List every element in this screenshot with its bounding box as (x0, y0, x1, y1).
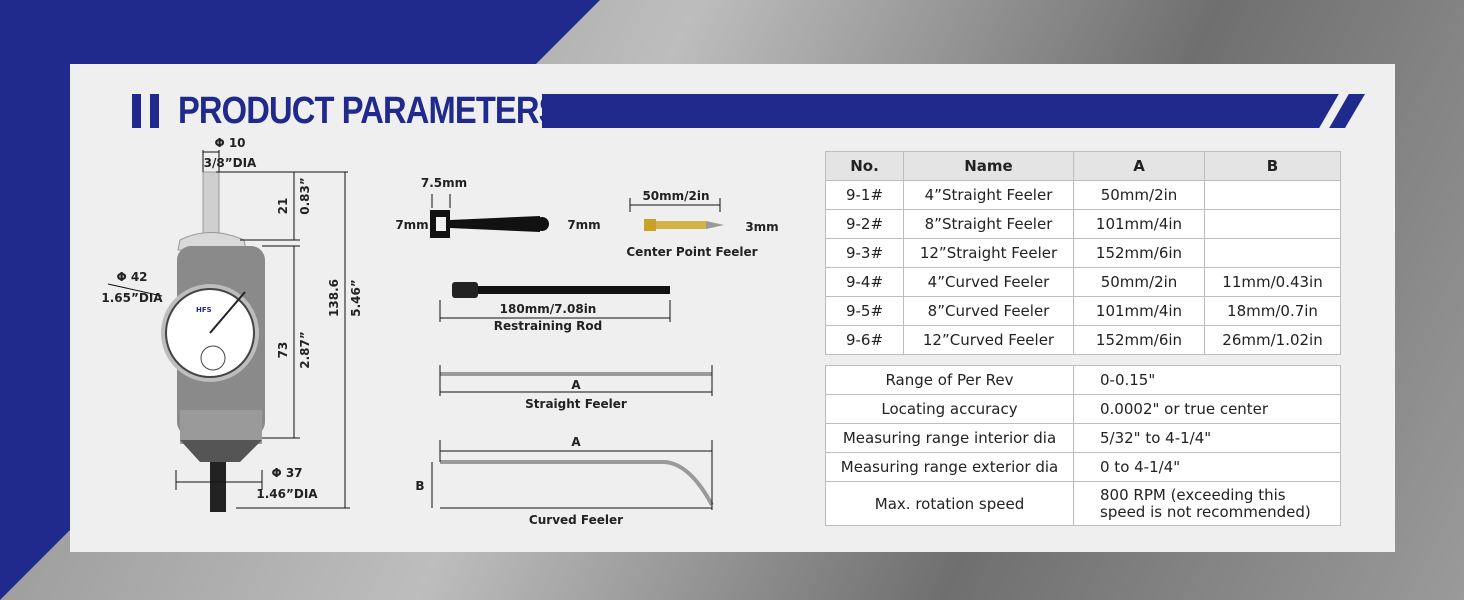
cell-name: 12”Straight Feeler (903, 238, 1074, 268)
page-title: PRODUCT PARAMETERS (178, 90, 560, 132)
spec-label: Measuring range interior dia (825, 423, 1074, 453)
cell-no: 9-2# (825, 209, 904, 239)
header-no: No. (825, 151, 904, 181)
curved-dim-b: B (415, 479, 424, 493)
dim-base-dia-in: 1.46”DIA (256, 487, 318, 501)
header-a: A (1073, 151, 1205, 181)
spec-value: 5/32" to 4-1/4" (1073, 423, 1341, 453)
cell-b: 26mm/1.02in (1204, 325, 1341, 355)
cell-no: 9-4# (825, 267, 904, 297)
wrench-left-dim: 7mm (395, 218, 428, 232)
cell-a: 152mm/6in (1073, 238, 1205, 268)
cell-no: 9-6# (825, 325, 904, 355)
rod-label: Restraining Rod (494, 319, 602, 333)
cell-name: 8”Straight Feeler (903, 209, 1074, 239)
curved-dim-a: A (571, 435, 581, 449)
cell-name: 8”Curved Feeler (903, 296, 1074, 326)
dim-body-dia: Φ 42 (116, 270, 147, 284)
header-name: Name (903, 151, 1074, 181)
gauge-illustration: HFS (161, 171, 265, 512)
curved-label: Curved Feeler (529, 513, 623, 527)
cell-no: 9-1# (825, 180, 904, 210)
center-point-feeler-illustration (644, 219, 724, 231)
restraining-rod-illustration (452, 282, 670, 298)
center-point-dia: 3mm (745, 220, 778, 234)
curved-feeler-illustration (440, 460, 714, 506)
straight-dim-a: A (571, 378, 581, 392)
title-accent-bar (132, 94, 141, 128)
wrench-top-dim: 7.5mm (421, 176, 467, 190)
cell-b: 11mm/0.43in (1204, 267, 1341, 297)
cell-a: 101mm/4in (1073, 209, 1205, 239)
dim-base-dia: Φ 37 (271, 466, 302, 480)
spec-label: Locating accuracy (825, 394, 1074, 424)
wrench-right-dim: 7mm (567, 218, 600, 232)
title-stripe (542, 94, 1365, 128)
dim-body-len-in: 2.87” (298, 331, 312, 369)
header-b: B (1204, 151, 1341, 181)
cell-b: 18mm/0.7in (1204, 296, 1341, 326)
cell-a: 50mm/2in (1073, 267, 1205, 297)
svg-text:HFS: HFS (196, 306, 212, 314)
straight-feeler-illustration (440, 372, 712, 376)
table-header-row: No. Name A B (825, 151, 1341, 181)
cell-a: 152mm/6in (1073, 325, 1205, 355)
cell-a: 101mm/4in (1073, 296, 1205, 326)
dim-total-len-in: 5.46” (349, 279, 363, 317)
cell-a: 50mm/2in (1073, 180, 1205, 210)
spec-label: Measuring range exterior dia (825, 452, 1074, 482)
dim-top-dia-in: 3/8”DIA (204, 156, 257, 170)
rod-len: 180mm/7.08in (500, 302, 597, 316)
cell-name: 4”Curved Feeler (903, 267, 1074, 297)
dim-body-len: 73 (276, 342, 290, 359)
dim-top-len: 21 (276, 198, 290, 215)
spec-value: 0-0.15" (1073, 365, 1341, 395)
cell-b (1204, 180, 1341, 210)
wrench-illustration (430, 210, 549, 238)
straight-label: Straight Feeler (525, 397, 627, 411)
dim-body-dia-in: 1.65”DIA (101, 291, 163, 305)
center-point-label: Center Point Feeler (626, 245, 757, 259)
cell-name: 4”Straight Feeler (903, 180, 1074, 210)
spec-value: 0 to 4-1/4" (1073, 452, 1341, 482)
spec-label: Max. rotation speed (825, 481, 1074, 526)
dim-total-len: 138.6 (327, 279, 341, 317)
cell-no: 9-3# (825, 238, 904, 268)
center-point-len: 50mm/2in (642, 189, 709, 203)
spec-label: Range of Per Rev (825, 365, 1074, 395)
dim-top-dia: Φ 10 (214, 136, 245, 150)
spec-row: Measuring range exterior dia 0 to 4-1/4" (825, 452, 1341, 482)
title-accent-bar (150, 94, 159, 128)
cell-b (1204, 238, 1341, 268)
cell-no: 9-5# (825, 296, 904, 326)
spec-value: 800 RPM (exceeding this speed is not rec… (1073, 481, 1341, 526)
dim-top-len-in: 0.83” (298, 177, 312, 215)
cell-name: 12”Curved Feeler (903, 325, 1074, 355)
spec-value: 0.0002" or true center (1073, 394, 1341, 424)
cell-b (1204, 209, 1341, 239)
